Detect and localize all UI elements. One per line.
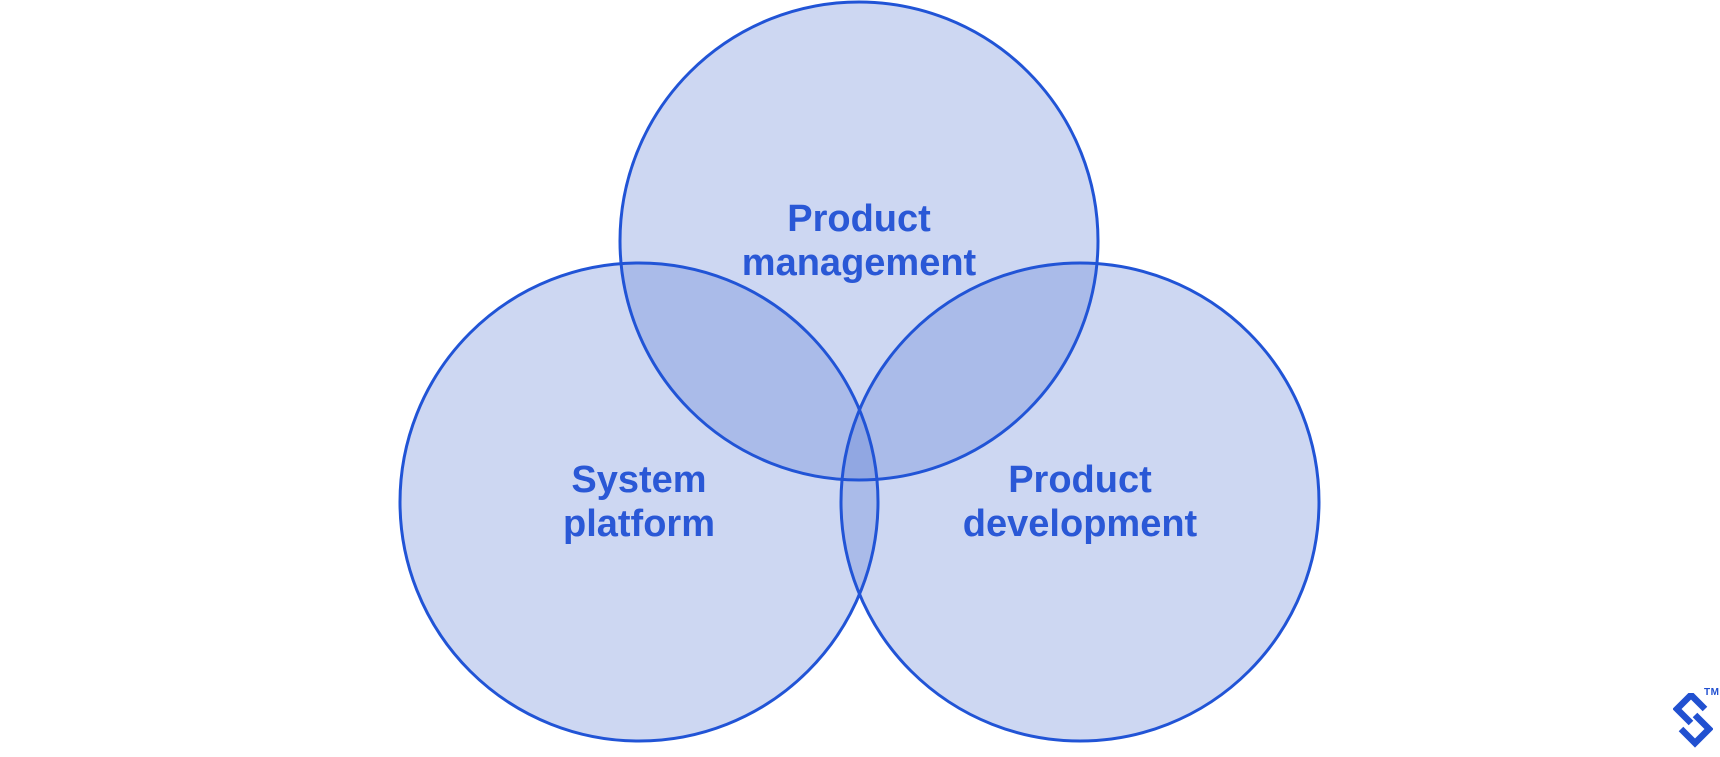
circle-system-platform <box>400 263 878 741</box>
label-product-development: Product development <box>962 459 1198 545</box>
venn-circle-fills <box>400 2 1319 741</box>
circle-system-platform-outline <box>398 261 880 743</box>
circle-product-management-outline <box>618 0 1100 482</box>
venn-circle-outlines <box>398 0 1321 743</box>
circle-product-development-outline <box>839 261 1321 743</box>
label-product-management: Product management <box>741 198 977 284</box>
toptal-logo: TM <box>1673 687 1720 757</box>
toptal-logo-icon <box>1673 693 1713 748</box>
trademark-label: TM <box>1704 687 1720 698</box>
circle-product-management <box>620 2 1098 480</box>
label-system-platform: System platform <box>563 459 715 545</box>
circle-product-development <box>841 263 1319 741</box>
